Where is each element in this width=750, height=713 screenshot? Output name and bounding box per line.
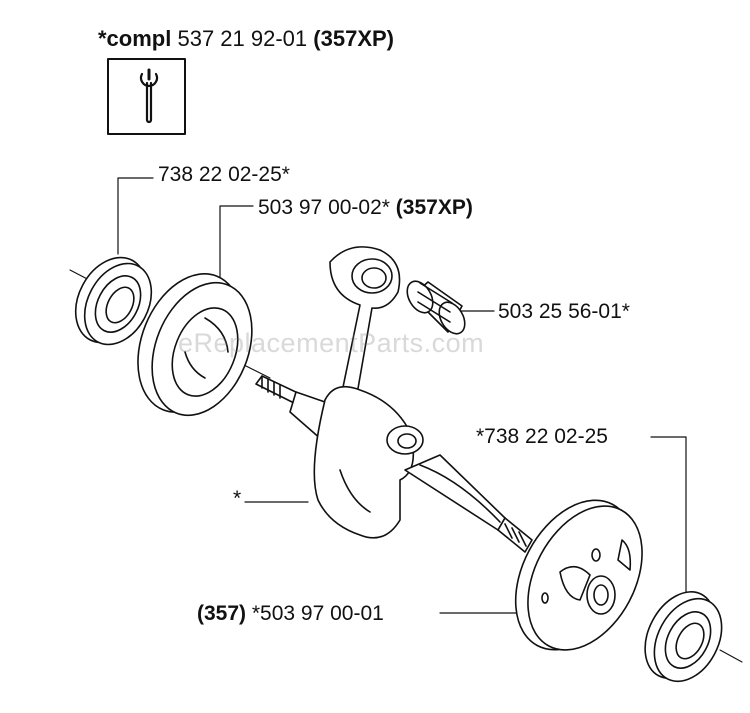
callout-left-crank-half[interactable]: 503 97 00-02* (357XP) <box>258 197 473 218</box>
watermark: eReplacementParts.com <box>178 328 485 358</box>
left-ball-bearing <box>74 256 153 346</box>
callout-needle-bearing[interactable]: 503 25 56-01* <box>498 300 630 323</box>
left-crank-half-model: (357XP) <box>395 196 473 219</box>
callout-crankshaft[interactable]: * <box>233 487 242 510</box>
left-crank-half <box>137 273 253 417</box>
callout-right-bearing[interactable]: *738 22 02-25 <box>476 425 608 448</box>
callout-right-crank-half[interactable]: (357) *503 97 00-01 <box>197 603 384 624</box>
right-crank-half <box>514 499 643 651</box>
left-crank-half-number: 503 97 00-02* <box>258 196 390 219</box>
kit-part-number: 537 21 92-01 <box>177 26 308 51</box>
needle-bearing <box>406 280 466 335</box>
right-crank-half-number: *503 97 00-01 <box>251 602 384 625</box>
callout-left-bearing[interactable]: 738 22 02-25* <box>158 163 290 186</box>
right-ball-bearing <box>644 591 723 683</box>
wrench-tool-icon <box>107 58 186 135</box>
leader-lines <box>117 177 687 614</box>
kit-prefix: *compl <box>98 26 172 51</box>
kit-model: (357XP) <box>313 26 394 51</box>
crankshaft <box>255 246 533 553</box>
right-crank-half-model: (357) <box>197 602 247 625</box>
kit-label: *compl 537 21 92-01 (357XP) <box>98 28 394 50</box>
